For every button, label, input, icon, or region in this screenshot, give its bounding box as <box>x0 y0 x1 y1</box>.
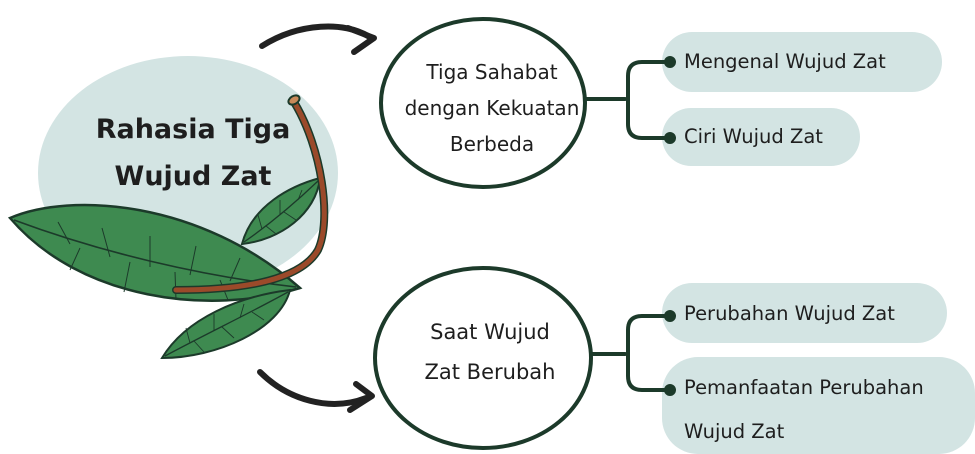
lower-leaf-icon <box>160 288 292 360</box>
branch-1-title-line: Tiga Sahabat <box>426 60 558 84</box>
main-topic-title: Rahasia Tiga Wujud Zat <box>88 106 298 200</box>
main-topic-line-1: Rahasia Tiga <box>95 114 291 145</box>
curved-arrow-icon <box>259 23 377 55</box>
branch-node-2-circle <box>373 266 593 450</box>
subtopic-1-label: Mengenal Wujud Zat <box>684 50 886 73</box>
subtopic-pill-3 <box>662 283 947 343</box>
branch-2-title-line: Saat Wujud <box>430 320 550 344</box>
branch-2-title: Saat Wujud Zat Berubah <box>380 312 600 392</box>
subtopic-4-label-line-1: Pemanfaatan Perubahan <box>684 376 924 399</box>
subtopic-pill-2 <box>662 108 860 166</box>
branch-1-title-line: dengan Kekuatan <box>404 96 580 120</box>
branch-2-title-line: Zat Berubah <box>424 360 556 384</box>
subtopic-pill-4 <box>662 357 975 454</box>
subtopic-3-label: Perubahan Wujud Zat <box>684 302 895 325</box>
stem-icon <box>172 94 329 294</box>
branch-node-1-circle <box>379 17 587 189</box>
branch-2-connector <box>589 310 676 396</box>
branch-1-connector <box>583 56 676 144</box>
main-topic-line-2: Wujud Zat <box>114 161 272 192</box>
branch-1-title-line: Berbeda <box>449 132 535 156</box>
subtopic-pill-1 <box>662 32 942 92</box>
curved-arrow-icon <box>257 369 375 413</box>
subtopic-2-label: Ciri Wujud Zat <box>684 125 823 148</box>
branch-1-title: Tiga Sahabat dengan Kekuatan Berbeda <box>384 54 600 162</box>
subtopic-4-label-line-2: Wujud Zat <box>684 420 785 443</box>
